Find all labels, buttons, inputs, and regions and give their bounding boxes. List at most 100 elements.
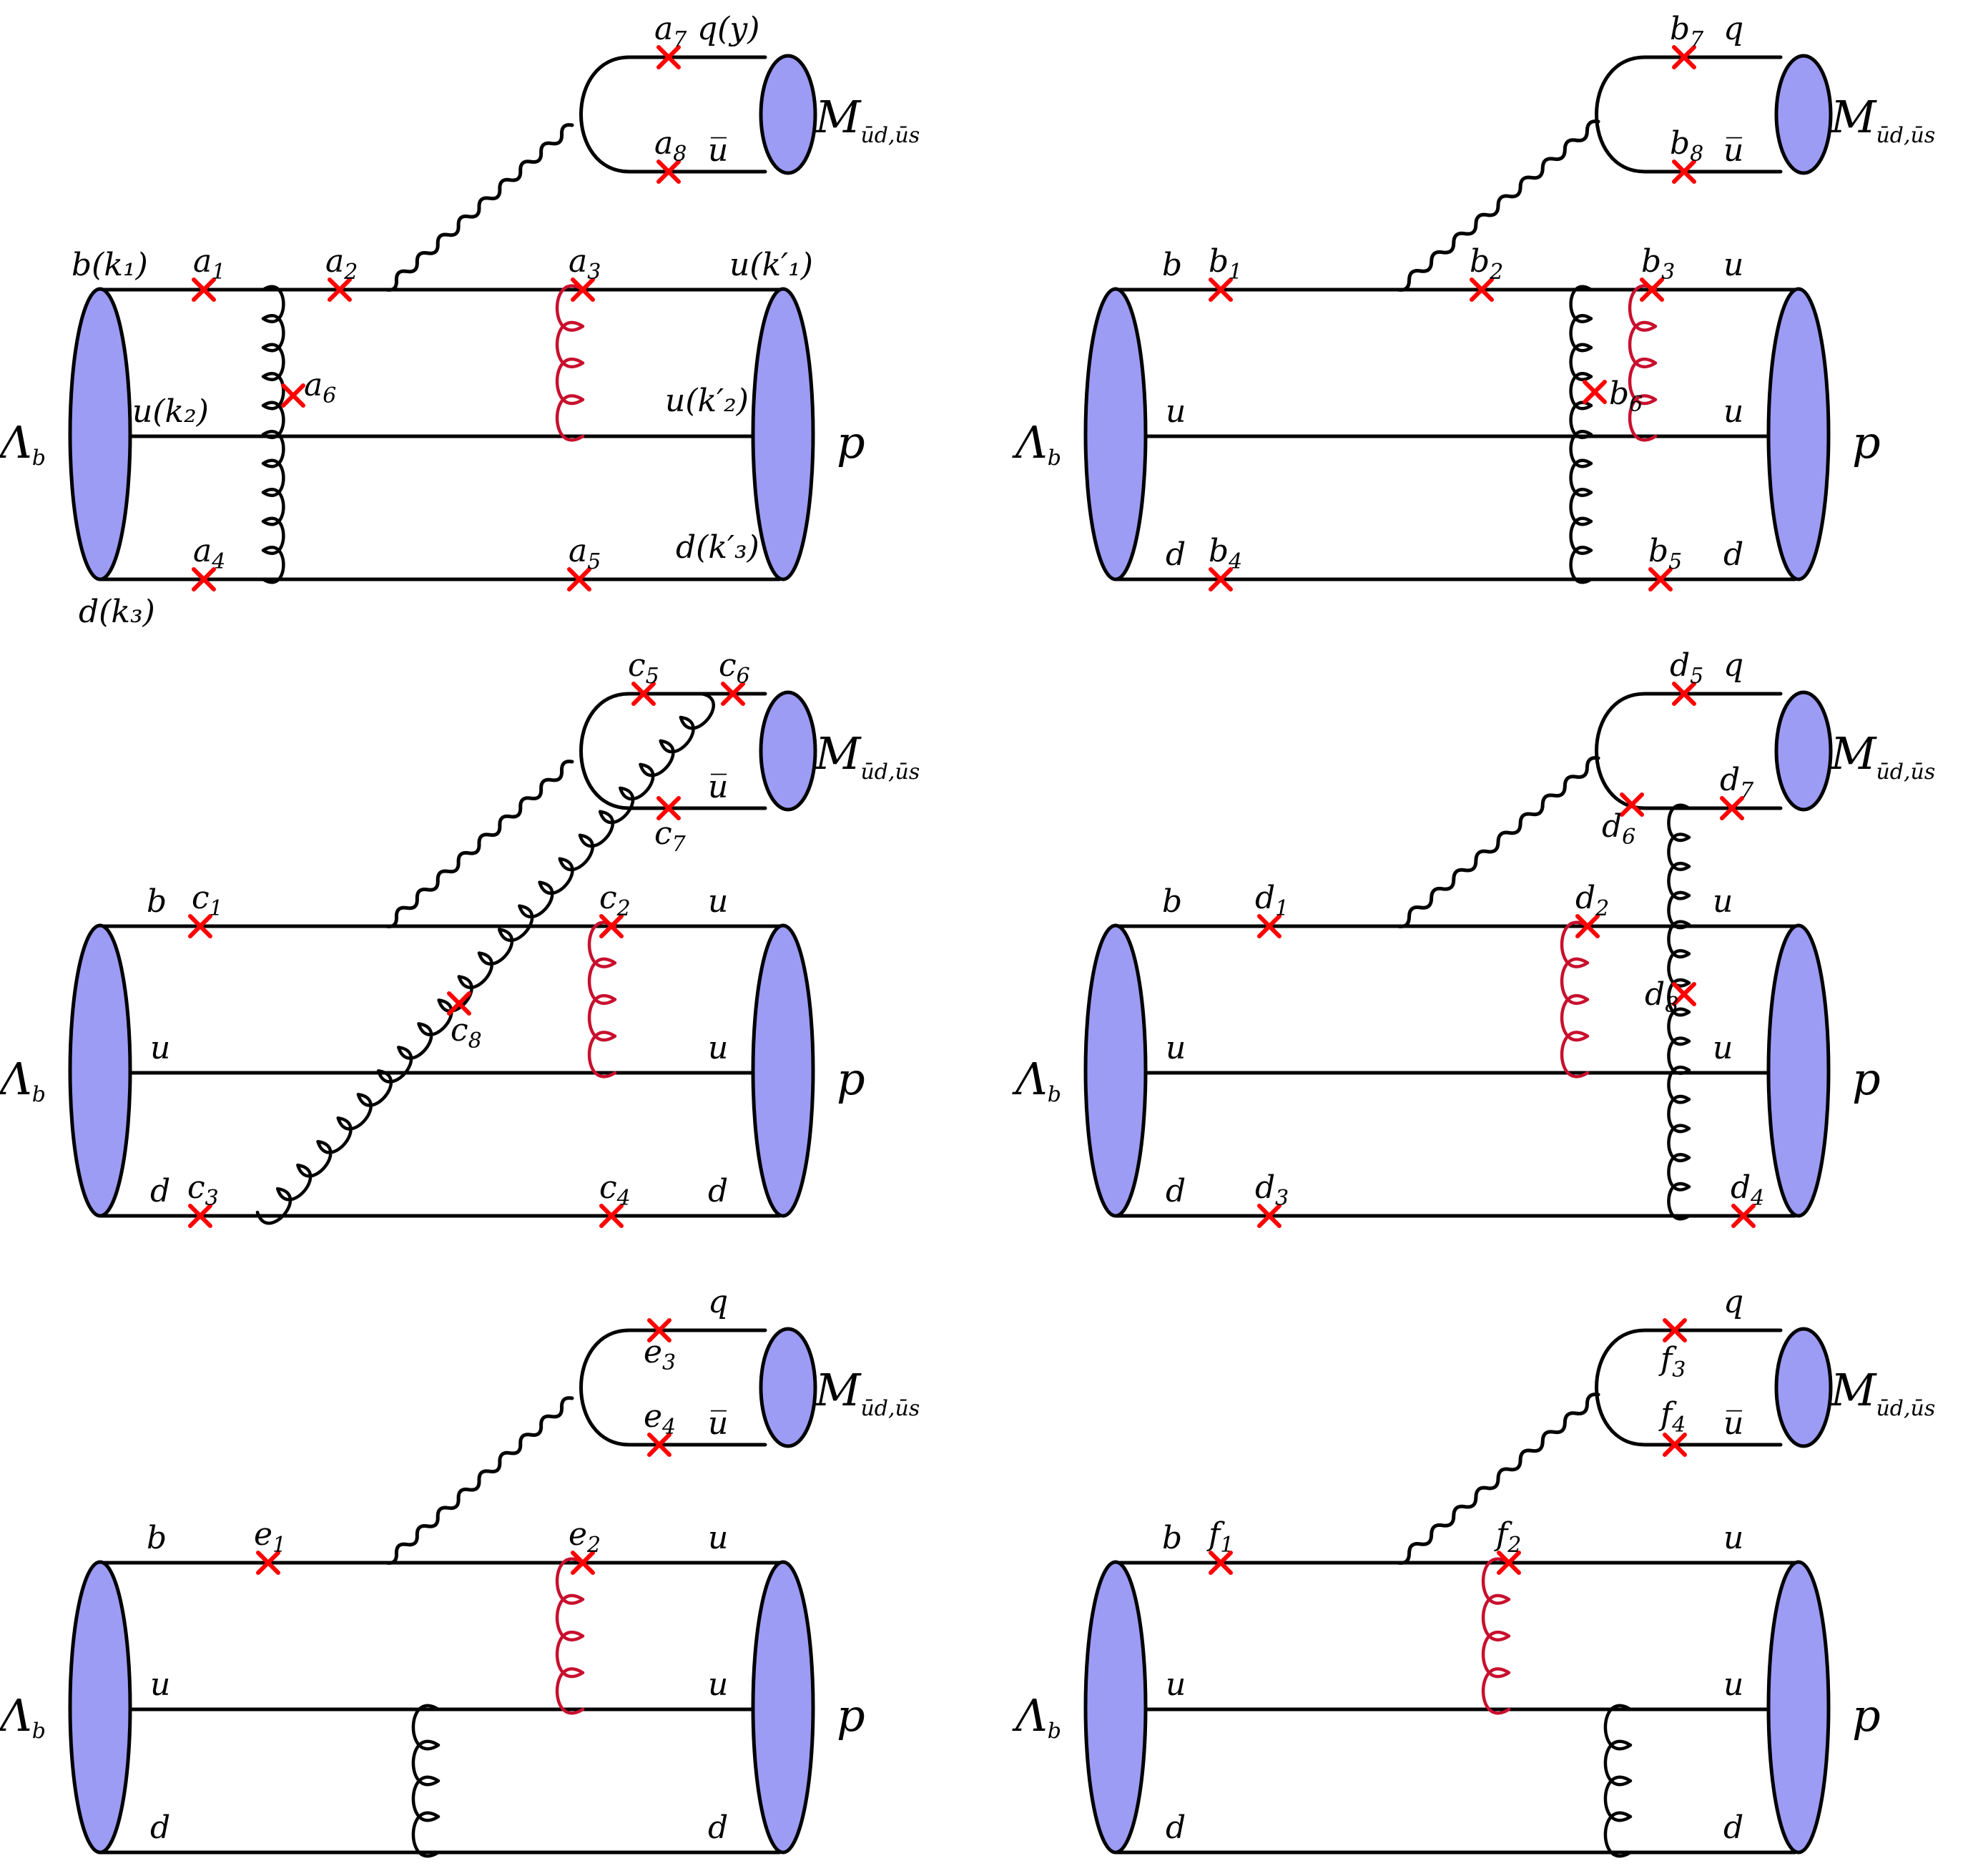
meson-label: Mūd,ūs <box>1830 1364 1935 1421</box>
vertex-a1 <box>192 278 216 302</box>
vertex-label-d3: d3 <box>1255 1169 1289 1211</box>
label-u-out1: u <box>708 883 728 920</box>
label-u-out2: u <box>1713 1030 1733 1066</box>
label-q: q <box>708 1284 728 1320</box>
vertex-label-a5: a5 <box>569 533 601 574</box>
vertex-e1 <box>256 1551 280 1575</box>
vertex-label-d7: d7 <box>1720 762 1754 803</box>
gluon-red <box>1481 1557 1511 1715</box>
photon-line <box>384 760 574 928</box>
vertex-c5 <box>631 682 656 706</box>
vertex-b8 <box>1672 159 1696 184</box>
label-u-in: u <box>1166 1666 1186 1703</box>
vertex-d6 <box>1620 792 1644 817</box>
label-u-in: u(k₂) <box>132 393 209 430</box>
meson-label: Mūd,ūs <box>815 91 920 148</box>
vertex-label-e1: e1 <box>254 1516 286 1558</box>
label-b: b <box>147 883 167 920</box>
meson-loop <box>579 692 631 810</box>
meson-blob <box>759 1327 817 1448</box>
vertex-label-b4: b4 <box>1209 533 1242 574</box>
label-d-in: d <box>150 1809 170 1846</box>
meson-blob <box>1774 690 1833 812</box>
vertex-c2 <box>599 914 624 938</box>
label-ubar: u̅ <box>708 769 728 805</box>
vertex-label-d5: d5 <box>1670 647 1703 689</box>
vertex-a5 <box>567 567 591 591</box>
vertex-label-f3: f3 <box>1658 1341 1686 1383</box>
vertex-b4 <box>1209 567 1233 591</box>
vertex-f3 <box>1663 1318 1687 1342</box>
label-q: q <box>1723 11 1743 47</box>
initial-baryon-label: Λb <box>1012 1053 1061 1107</box>
initial-baryon-blob <box>1083 287 1148 581</box>
label-d-in: d <box>1166 1173 1186 1209</box>
meson-blob <box>1774 1327 1833 1448</box>
final-baryon-label: p <box>837 1689 865 1742</box>
vertex-label-c3: c3 <box>187 1169 219 1211</box>
gluon-exchange <box>411 1704 441 1858</box>
vertex-b6 <box>1583 380 1607 404</box>
gluon-red <box>555 1557 585 1715</box>
vertex-label-b2: b2 <box>1470 243 1503 285</box>
vertex-label-b6: b6 <box>1609 375 1643 417</box>
vertex-d2 <box>1575 914 1600 938</box>
vertex-c1 <box>188 914 212 938</box>
meson-label: Mūd,ūs <box>1830 91 1935 148</box>
vertex-f1 <box>1209 1551 1233 1575</box>
vertex-c8 <box>447 991 471 1016</box>
vertex-c4 <box>599 1204 624 1228</box>
label-u-out2: u <box>708 1666 728 1703</box>
vertex-label-c2: c2 <box>599 880 631 921</box>
label-u-out2: u <box>708 1030 728 1066</box>
vertex-label-f4: f4 <box>1658 1396 1686 1438</box>
initial-baryon-label: Λb <box>1012 1689 1061 1744</box>
vertex-c6 <box>721 682 745 706</box>
vertex-label-c6: c6 <box>719 647 750 689</box>
photon-line <box>1396 756 1600 928</box>
label-d-in: d(k₃) <box>79 594 155 630</box>
label-q: q <box>1723 647 1743 684</box>
gluon-red <box>555 284 585 442</box>
label-u-out2: u <box>1723 1666 1743 1703</box>
vertex-label-b7: b7 <box>1670 11 1704 52</box>
meson-label: Mūd,ūs <box>815 1364 920 1421</box>
vertex-b1 <box>1209 278 1233 302</box>
final-baryon-label: p <box>1852 1053 1881 1105</box>
initial-baryon-blob <box>68 923 132 1218</box>
vertex-label-c5: c5 <box>628 647 659 689</box>
final-baryon-blob <box>1766 1560 1831 1855</box>
meson-label: Mūd,ūs <box>1830 727 1935 785</box>
vertex-label-e3: e3 <box>644 1334 676 1375</box>
label-d-out: d <box>708 1809 728 1846</box>
vertex-label-c1: c1 <box>192 880 223 921</box>
vertex-label-b3: b3 <box>1641 243 1675 285</box>
vertex-label-b1: b1 <box>1209 243 1242 285</box>
vertex-label-b5: b5 <box>1648 533 1682 574</box>
vertex-label-a2: a2 <box>325 243 358 285</box>
label-b: b <box>1162 883 1182 920</box>
label-d-in: d <box>1166 1809 1186 1846</box>
label-b: b <box>1162 247 1182 283</box>
vertex-a3 <box>571 278 595 302</box>
vertex-a7 <box>656 45 681 69</box>
label-ubar: u̅ <box>708 132 728 169</box>
label-u-in: u <box>1166 393 1186 430</box>
label-d-out: d <box>708 1173 728 1209</box>
vertex-b5 <box>1648 567 1673 591</box>
vertex-label-d2: d2 <box>1575 880 1609 921</box>
meson-label: Mūd,ūs <box>815 727 920 785</box>
vertex-a2 <box>328 278 352 302</box>
vertex-f2 <box>1497 1551 1521 1575</box>
initial-baryon-label: Λb <box>0 1689 46 1744</box>
gluon-exchange <box>1603 1704 1633 1858</box>
gluon-red <box>587 920 617 1079</box>
label-d-in: d <box>1166 536 1186 573</box>
vertex-d1 <box>1257 914 1281 938</box>
label-u-out2: u(k′₂) <box>665 383 749 419</box>
label-u-out1: u <box>1713 883 1733 920</box>
